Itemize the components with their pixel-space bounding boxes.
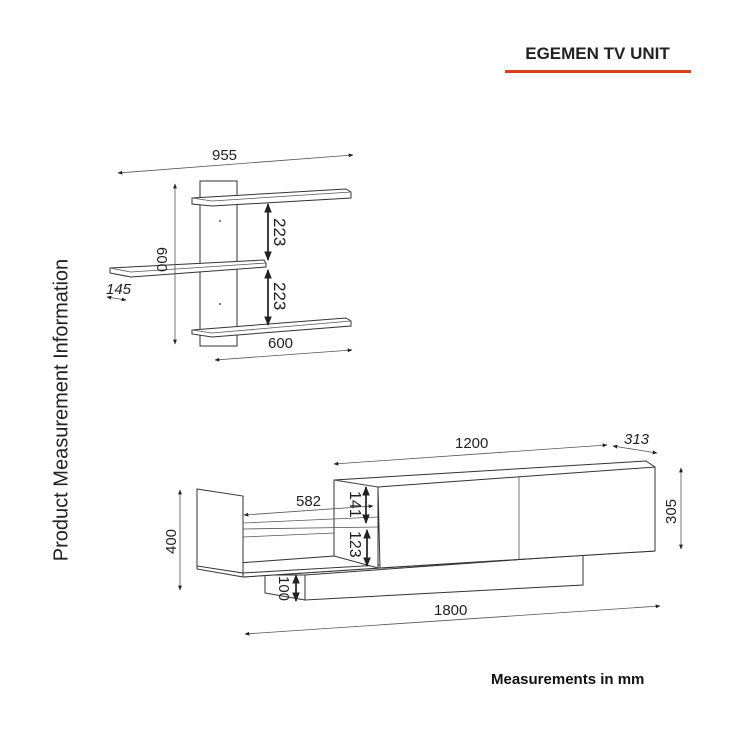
title-underline: [505, 70, 691, 73]
dim-400: 400: [163, 529, 180, 554]
dim-100: 100: [275, 576, 292, 601]
dim-141: 141: [346, 491, 363, 518]
page-title: EGEMEN TV UNIT: [525, 44, 670, 63]
units-note: Measurements in mm: [491, 671, 645, 688]
dim-600-height: 600: [153, 247, 170, 272]
left-side-panel: [196, 488, 244, 574]
tv-unit-drawing: 1200 313 305 582 141 123 400 100 1800: [163, 431, 683, 636]
dim-955: 955: [212, 147, 237, 164]
dim-223-upper: 223: [270, 218, 289, 246]
dim-223-lower: 223: [270, 282, 289, 310]
dim-123: 123: [346, 531, 363, 558]
dim-145: 145: [106, 281, 132, 298]
wall-shelf-drawing: 955 600 223 223 145 600: [106, 147, 354, 362]
dim-1800: 1800: [434, 602, 467, 619]
dim-600-width: 600: [268, 335, 293, 352]
dim-313: 313: [624, 431, 650, 448]
dim-305: 305: [663, 499, 680, 524]
cabinet-doors: [377, 466, 656, 569]
dim-1200: 1200: [455, 435, 488, 452]
dim-582: 582: [296, 493, 321, 510]
